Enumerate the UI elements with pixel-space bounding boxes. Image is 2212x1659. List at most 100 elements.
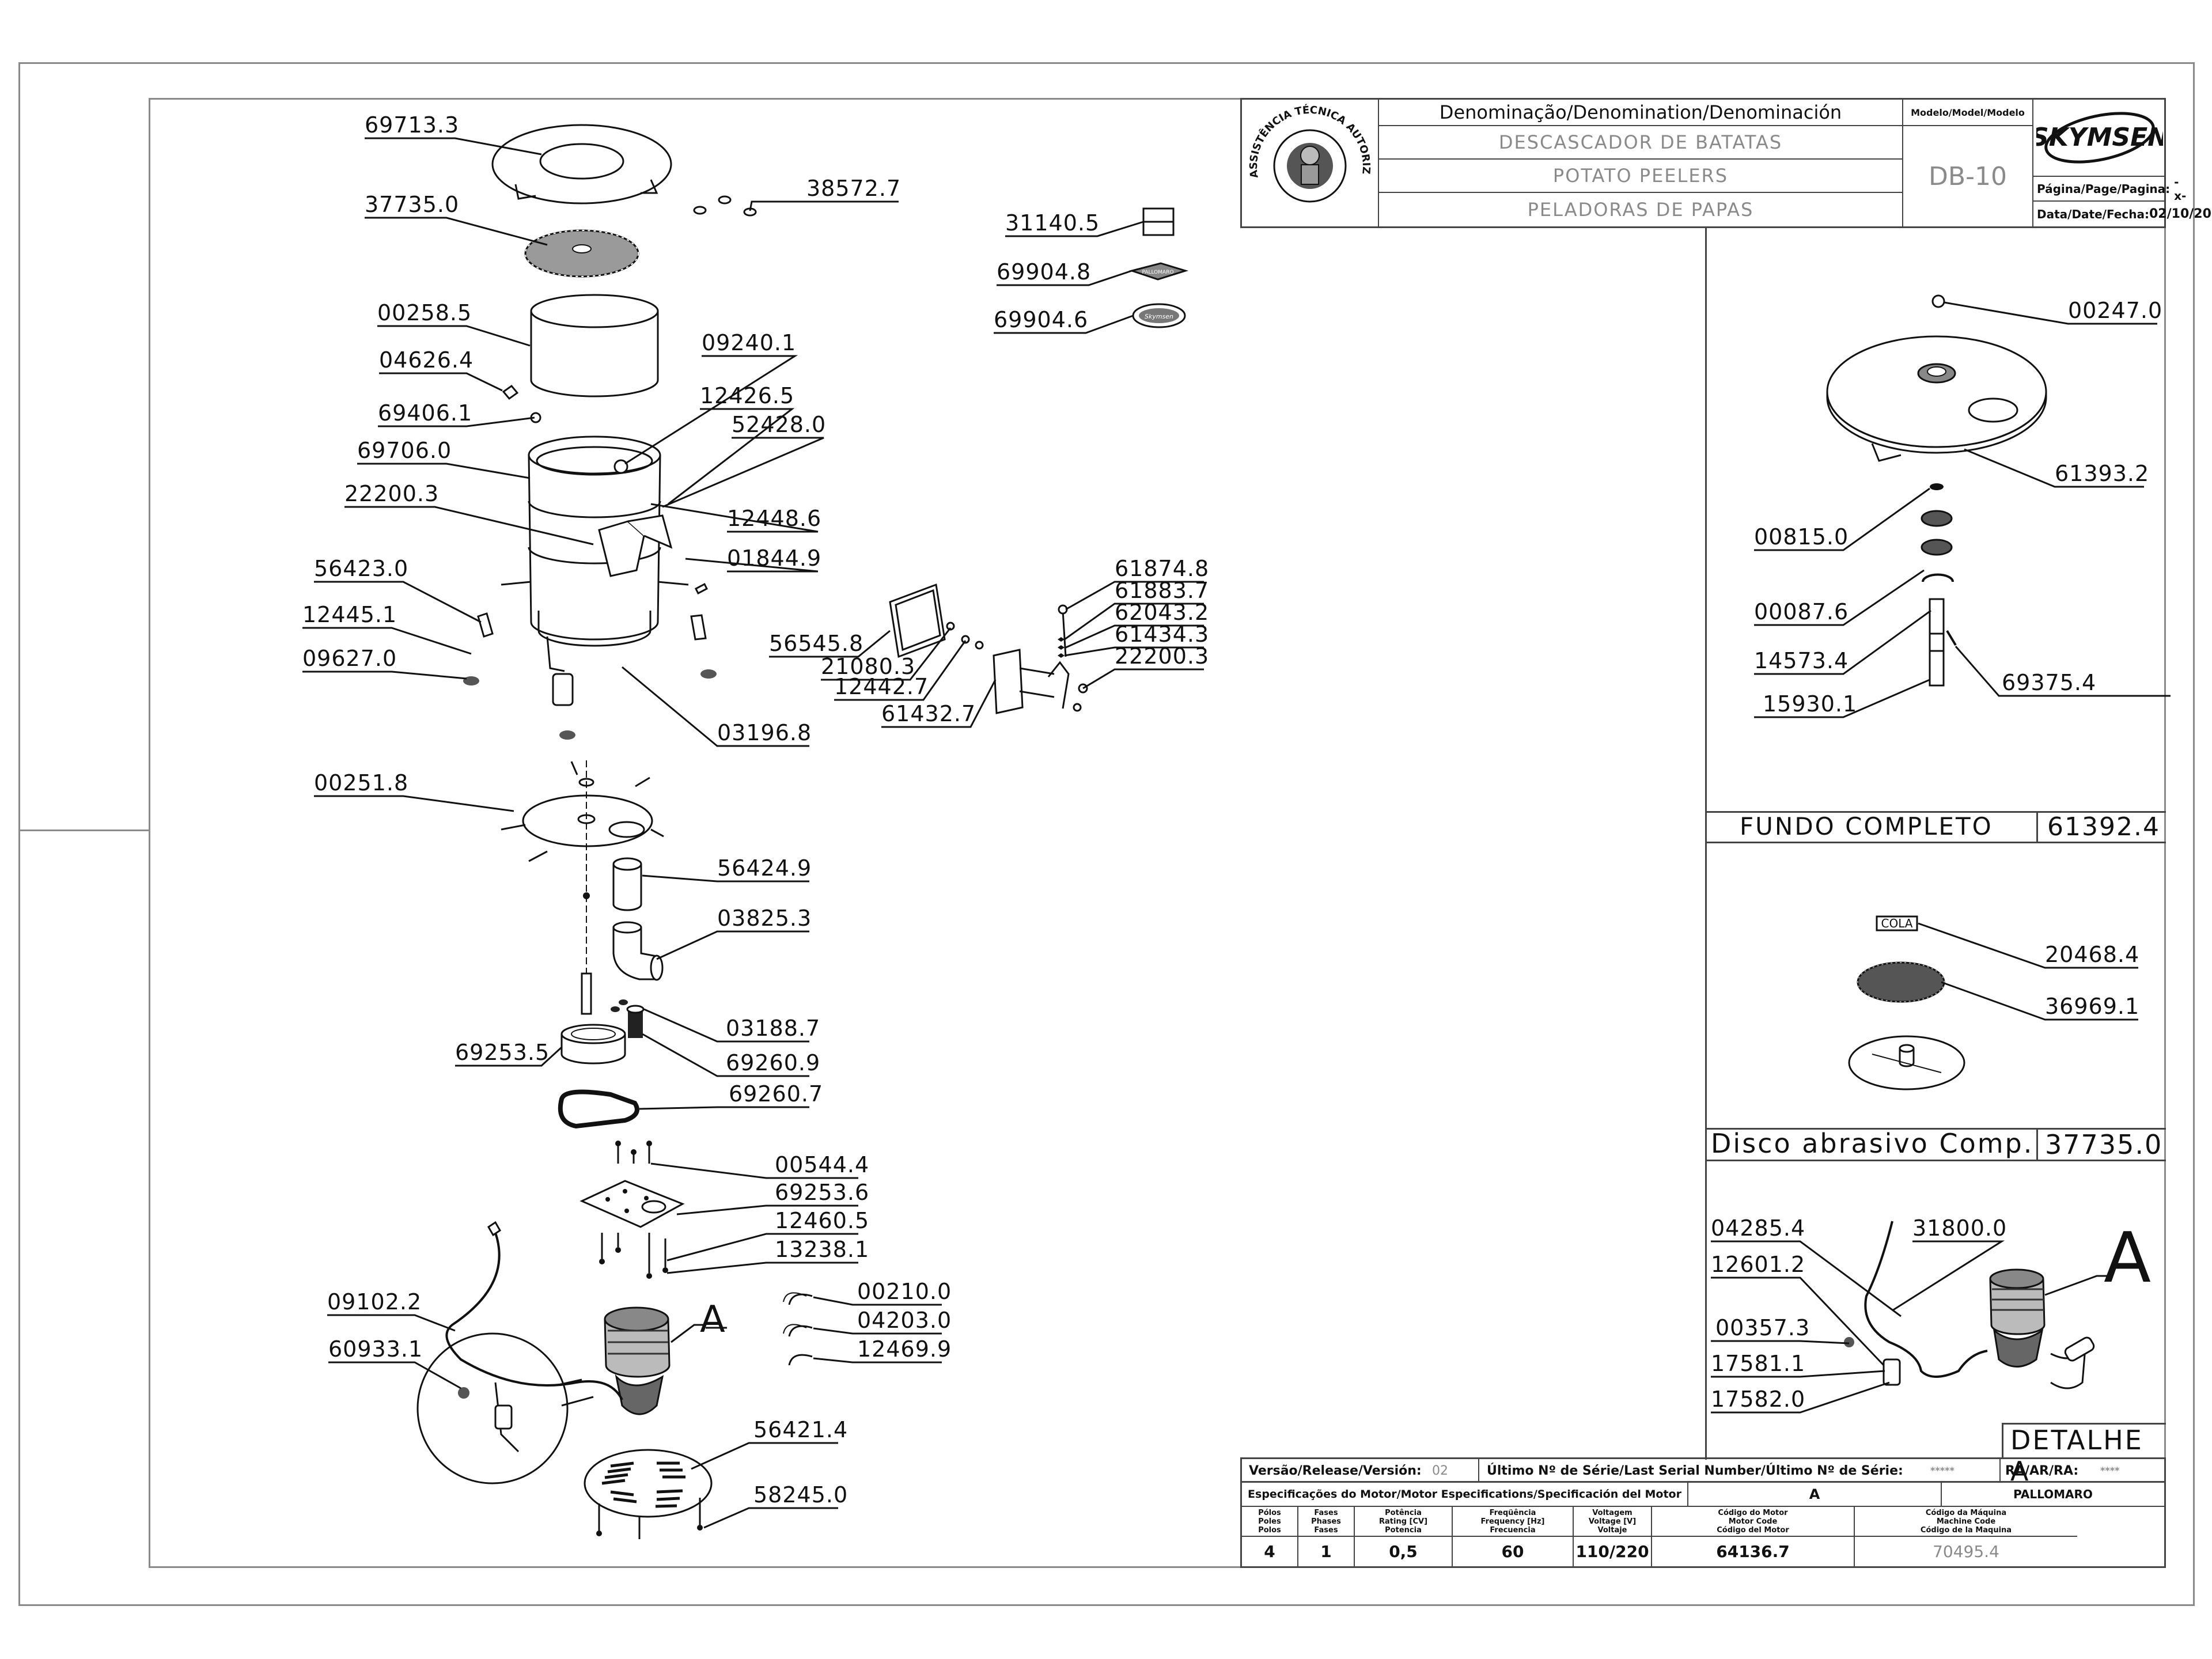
motor-col-header-line: Código da Máquina [1925, 1508, 2007, 1517]
ra-value: **** [2100, 1465, 2120, 1476]
seal-cell: ASSISTÊNCIA TÉCNICA AUTORIZADA [1242, 100, 1379, 226]
motor-col-header-line: Código del Motor [1717, 1525, 1789, 1535]
small-pulley-part [611, 999, 645, 1038]
disco-code: 37735.0 [2036, 1128, 2166, 1161]
sheet-border [18, 62, 2195, 1606]
callout-60933-1: 60933.1 [328, 1336, 423, 1362]
motor-col-header-line: Motor Code [1728, 1517, 1778, 1526]
callout-03188-7: 03188.7 [726, 1016, 820, 1041]
callout-61874-8: 61874.8 [1115, 556, 1209, 581]
motor-col-header-line: Poles [1258, 1517, 1281, 1526]
callout-37735-0: 37735.0 [365, 192, 459, 217]
spec-header: Especificações do Motor/Motor Especifica… [1242, 1483, 1688, 1507]
motor-col-header-line: Machine Code [1936, 1517, 1996, 1526]
motor-col-header-line: Potencia [1385, 1525, 1422, 1535]
motor-col-header-line: Polos [1258, 1525, 1281, 1535]
accessories: PALLOMARO Skymsen [1128, 207, 1189, 328]
callout-69904-8: 69904.8 [997, 259, 1091, 285]
callout-61883-7: 61883.7 [1115, 578, 1209, 603]
callout-58245-0: 58245.0 [753, 1482, 848, 1508]
callout-04285-4: 04285.4 [1711, 1215, 1805, 1241]
callout-00087-6: 00087.6 [1754, 599, 1849, 624]
callout-01844-9: 01844.9 [727, 546, 821, 571]
fundo-code: 61392.4 [2036, 811, 2166, 843]
callout-09240-1: 09240.1 [702, 330, 796, 355]
callout-36969-1: 36969.1 [2045, 994, 2139, 1019]
elbow-part [612, 921, 664, 981]
page-row: Página/Page/Pagina: -x- [2033, 175, 2186, 203]
callout-69260-7: 69260.7 [729, 1081, 823, 1107]
callout-12601-2: 12601.2 [1711, 1252, 1805, 1277]
cola-tag: COLA [1881, 916, 1913, 930]
callout-12460-5: 12460.5 [775, 1208, 869, 1233]
callout-52428-0: 52428.0 [732, 412, 826, 437]
motor-col-header-line: Fases [1314, 1525, 1338, 1535]
detalhe-drawing [1844, 1221, 2111, 1389]
lid-part [491, 124, 672, 204]
ra-label: RA/AR/RA: [2005, 1464, 2079, 1478]
brand-logo-cell: SKYMSEN [2033, 100, 2166, 177]
name-en: POTATO PEELERS [1379, 160, 1903, 193]
motor-col-header-line: Voltaje [1597, 1525, 1627, 1535]
fundo-caption: FUNDO COMPLETO [1740, 812, 1993, 840]
callout-22200-3b: 22200.3 [1115, 643, 1209, 669]
date-label: Data/Date/Fecha: [2037, 207, 2149, 221]
callout-12445-1: 12445.1 [302, 602, 397, 627]
callout-17582-0: 17582.0 [1711, 1387, 1805, 1412]
version-value: 02 [1432, 1464, 1448, 1478]
ra-divider [1999, 1459, 2001, 1482]
motor-part [604, 1306, 706, 1415]
callout-03196-8: 03196.8 [717, 720, 812, 745]
callout-56423-0: 56423.0 [314, 556, 408, 581]
guard-part [584, 1449, 713, 1539]
callout-69706-0: 69706.0 [357, 438, 452, 463]
fundo-caption-bar [1705, 811, 2166, 843]
motor-col-value-6: 70495.4 [1933, 1542, 1999, 1561]
drawing-border [149, 98, 2166, 1568]
motor-col-value-0: 4 [1242, 1537, 1298, 1566]
date-value: 02/10/2024 [2149, 207, 2212, 221]
disco-caption: Disco abrasivo Comp. [1711, 1128, 2034, 1159]
ring-part [530, 294, 659, 397]
callout-56421-4: 56421.4 [753, 1417, 848, 1442]
cover-parts [889, 583, 1088, 714]
callout-04626-4: 04626.4 [379, 347, 474, 373]
main-assembly [416, 124, 813, 1539]
motor-spec-table: Especificações do Motor/Motor Especifica… [1240, 1481, 2166, 1568]
fundo-drawing [1826, 294, 2047, 687]
callout-38572-7: 38572.7 [806, 176, 901, 201]
name-pt: DESCASCADOR DE BATATAS [1379, 126, 1903, 160]
callout-17581-1: 17581.1 [1711, 1351, 1805, 1376]
motor-col-header-line: Código do Motor [1718, 1508, 1788, 1517]
motor-col-value-2: 0,5 [1355, 1537, 1453, 1566]
callout-22200-3: 22200.3 [344, 481, 439, 506]
brand-name: SKYMSEN [2036, 123, 2163, 152]
motor-col-header-line: Pólos [1258, 1508, 1281, 1517]
callout-14573-4: 14573.4 [1754, 648, 1849, 673]
callout-69904-6: 69904.6 [994, 307, 1088, 332]
right-panel-divider [1705, 228, 1707, 1460]
callout-56545-8: 56545.8 [769, 631, 863, 656]
title-block: ASSISTÊNCIA TÉCNICA AUTORIZADA Denominaç… [1240, 98, 2212, 228]
base-plate-part [501, 761, 664, 862]
motor-col-header-line: Voltage [V] [1588, 1517, 1637, 1526]
serial-value: ***** [1930, 1465, 1955, 1476]
detail-a-marker: A [700, 1298, 725, 1341]
callout-00258-5: 00258.5 [377, 300, 472, 325]
callout-62043-2: 62043.2 [1115, 600, 1209, 625]
sticker-small-text: PALLOMARO [1142, 270, 1173, 275]
motor-col-header-line: Frecuencia [1490, 1525, 1536, 1535]
callout-00251-8: 00251.8 [314, 770, 408, 796]
callout-31140-5: 31140.5 [1005, 210, 1100, 236]
page-label: Página/Page/Pagina: [2037, 181, 2171, 196]
plate-screws [615, 1141, 652, 1164]
plate-nuts [599, 1233, 668, 1279]
abrasive-disc-part [524, 229, 639, 278]
motor-letter: A [1688, 1483, 1942, 1507]
